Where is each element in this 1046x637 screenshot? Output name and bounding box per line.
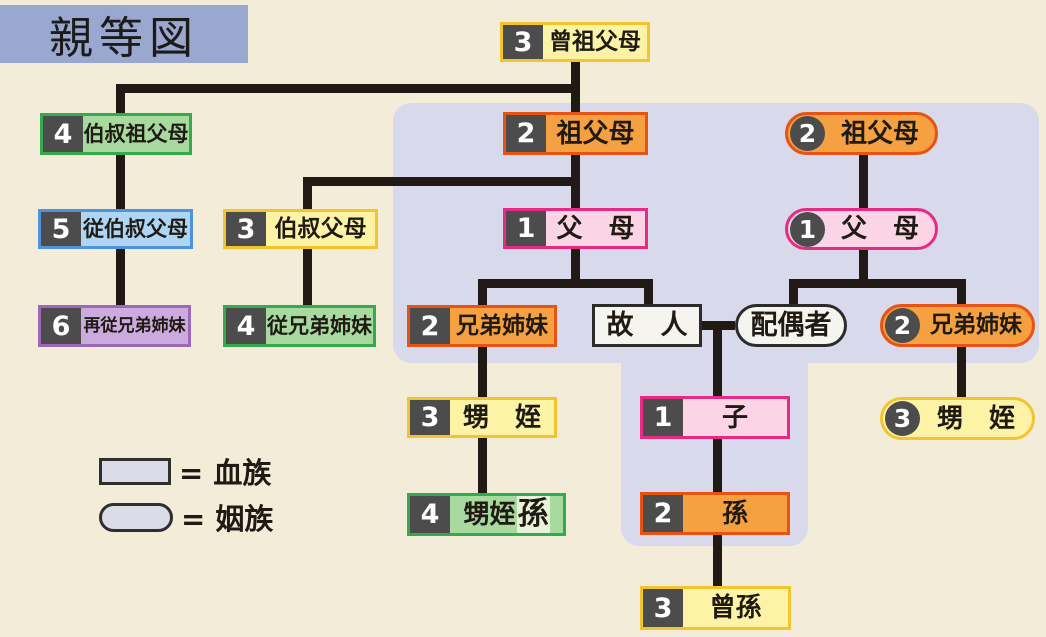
connector-line [789, 279, 966, 288]
node-spouse-siblings: 2 兄弟姉妹 [880, 304, 1035, 347]
connector-line [713, 325, 722, 398]
degree-badge: 6 [41, 308, 81, 344]
node-nephews-nieces: 3 甥 姪 [407, 397, 557, 438]
node-spouse-grandparents: 2 祖父母 [785, 112, 938, 155]
connector-line [713, 533, 722, 588]
connector-line [571, 247, 580, 288]
connector-line [303, 177, 312, 211]
node-parents-cousins: 5 従伯叔父母 [38, 209, 193, 249]
connector-line [478, 345, 487, 399]
legend-inlaw-label: = 姻族 [181, 502, 274, 536]
node-spouse-nephews-nieces: 3 甥 姪 [880, 397, 1035, 440]
connector-line [571, 60, 580, 115]
connector-line [859, 153, 868, 211]
label-suffix: 孫 [516, 496, 550, 533]
node-grandnephews-grandnieces: 4 甥姪孫 [407, 493, 566, 536]
node-child: 1 子 [640, 396, 790, 439]
node-great-grandparents: 3 曾祖父母 [500, 22, 650, 62]
degree-badge: 4 [226, 308, 266, 344]
degree-badge: 2 [643, 495, 683, 532]
connector-line [644, 281, 653, 307]
connector-line [478, 281, 487, 307]
degree-badge: 3 [410, 400, 450, 435]
degree-badge: 4 [410, 496, 450, 533]
connector-line [116, 84, 125, 115]
legend-blood-swatch [99, 457, 171, 485]
node-spouse-parents: 1 父 母 [785, 208, 938, 250]
legend-inlaw: = 姻族 [99, 496, 273, 538]
connector-line [571, 153, 580, 211]
degree-badge: 1 [643, 399, 683, 436]
legend-inlaw-swatch [99, 502, 173, 532]
connector-line [713, 437, 722, 495]
connector-line [957, 345, 966, 400]
title-banner: 親等図 [0, 5, 248, 64]
node-great-grandchild: 3 曾孫 [640, 586, 791, 630]
legend-blood-label: = 血族 [179, 456, 272, 490]
degree-badge: 3 [885, 401, 920, 436]
connector-line [303, 247, 312, 307]
degree-badge: 3 [643, 589, 683, 627]
degree-badge: 4 [43, 116, 83, 152]
degree-badge: 2 [790, 116, 825, 151]
node-deceased: 故 人 [592, 304, 702, 347]
node-grandchild: 2 孫 [640, 492, 790, 535]
node-parents: 1 父 母 [503, 208, 648, 249]
degree-badge: 2 [885, 308, 920, 343]
node-first-cousins: 4 従兄弟姉妹 [223, 305, 376, 347]
connector-line [116, 84, 580, 93]
degree-badge: 3 [226, 212, 266, 246]
connector-line [116, 153, 125, 211]
degree-badge: 5 [41, 212, 81, 246]
connector-line [116, 247, 125, 307]
connector-line [478, 279, 653, 288]
node-grandparents: 2 祖父母 [503, 112, 648, 155]
degree-badge: 1 [790, 211, 825, 247]
page-title: 親等図 [49, 13, 199, 64]
connector-line [303, 177, 580, 186]
node-spouse: 配偶者 [735, 304, 847, 347]
node-uncles-aunts: 3 伯叔父母 [223, 209, 378, 249]
node-granduncles-grandaunts: 4 伯叔祖父母 [40, 113, 192, 155]
degree-badge: 1 [506, 211, 546, 246]
connector-line [789, 281, 798, 307]
connector-line [957, 281, 966, 307]
node-siblings: 2 兄弟姉妹 [407, 305, 557, 347]
connector-line [478, 437, 487, 495]
node-second-cousins: 6 再従兄弟姉妹 [38, 305, 191, 347]
connector-line [859, 247, 868, 288]
legend-blood: = 血族 [99, 450, 271, 492]
degree-badge: 3 [503, 25, 543, 59]
degree-badge: 2 [410, 308, 450, 344]
degree-badge: 2 [506, 115, 546, 152]
